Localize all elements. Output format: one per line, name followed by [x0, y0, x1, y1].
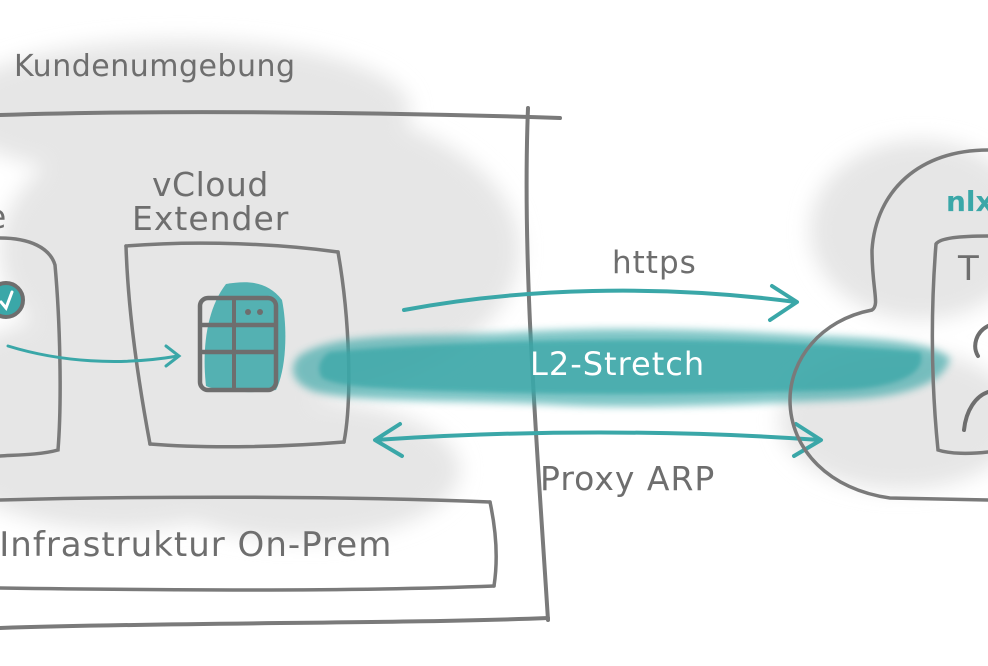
l2-stretch-band: [292, 329, 950, 407]
left-component-box: [0, 236, 62, 458]
server-icon: [197, 282, 286, 393]
left-component-label: e: [0, 200, 6, 233]
infra-label: -Infrastruktur On-Prem: [0, 525, 393, 565]
cloud-outline: [788, 148, 988, 502]
customer-env-label: Kundenumgebung: [14, 49, 296, 84]
extender-label-line1: vCloud: [152, 165, 269, 204]
https-arrow: [402, 284, 799, 322]
proxy-arp-arrow: [373, 422, 823, 458]
proxy-arp-label: Proxy ARP: [540, 459, 716, 498]
internal-arrow: [6, 344, 182, 368]
left-component-icon: [0, 281, 25, 319]
extender-label-line2: Extender: [132, 199, 290, 238]
cloud-inner-box: [930, 234, 988, 456]
infra-box: [0, 495, 498, 592]
cloud-label: nlx: [946, 185, 988, 218]
https-label: https: [612, 245, 697, 281]
cloud-user-icon: [962, 324, 988, 432]
cloud-box-label: T: [958, 249, 979, 289]
l2-stretch-label: L2-Stretch: [530, 345, 706, 383]
